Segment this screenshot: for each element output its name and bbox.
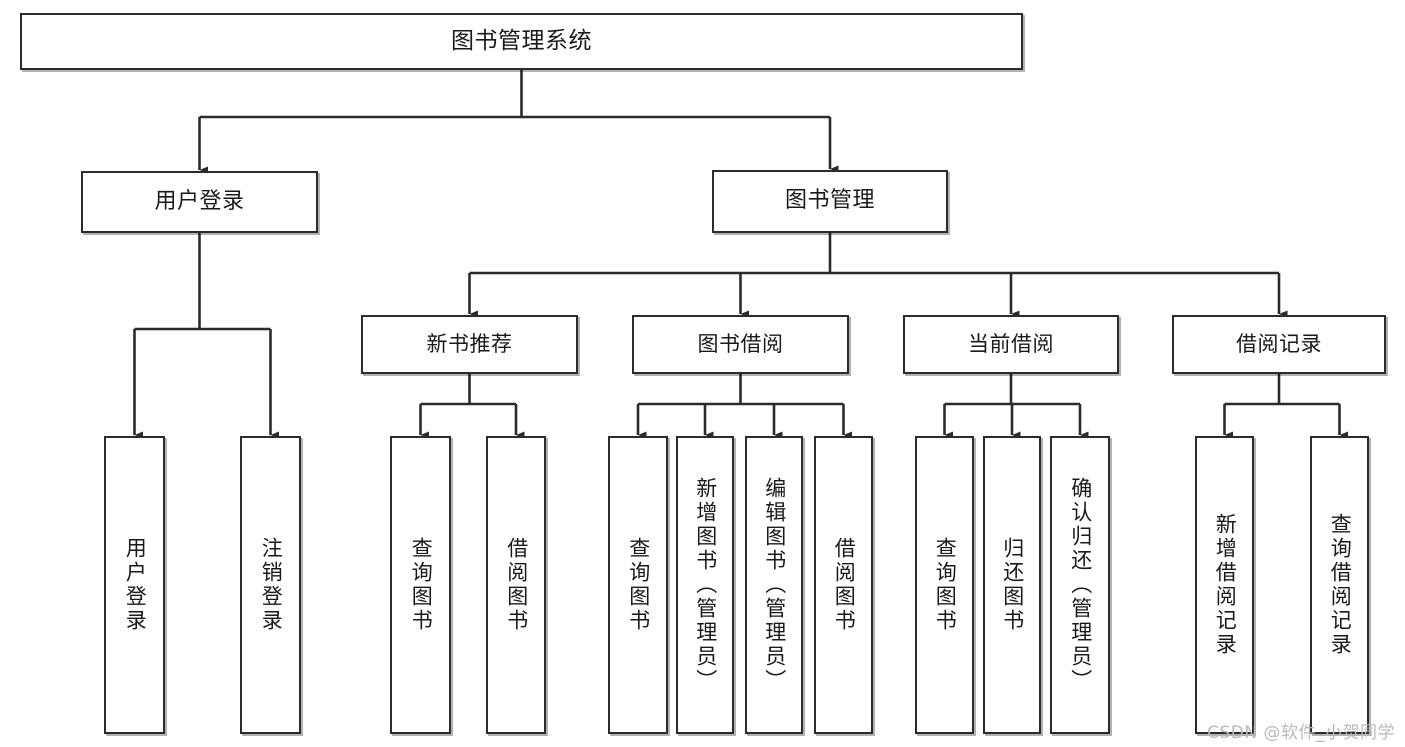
- node-book-manage: 图书管理: [712, 170, 948, 233]
- node-label: 新书推荐: [426, 331, 513, 356]
- node-label: 新增图书（管理员）: [693, 477, 718, 693]
- node-label: 图书借阅: [697, 331, 784, 356]
- node-label: 查询借阅记录: [1328, 513, 1353, 657]
- node-leaf-query-book-1: 查询图书: [390, 436, 451, 734]
- node-leaf-confirm-return: 确认归还（管理员）: [1050, 436, 1110, 734]
- node-leaf-edit-book: 编辑图书（管理员）: [745, 436, 803, 734]
- node-leaf-query-record: 查询借阅记录: [1310, 436, 1369, 734]
- node-label: 编辑图书（管理员）: [762, 477, 787, 693]
- node-leaf-borrow-book-2: 借阅图书: [814, 436, 873, 734]
- node-book-borrow: 图书借阅: [632, 315, 849, 374]
- node-root: 图书管理系统: [20, 13, 1023, 70]
- node-leaf-add-record: 新增借阅记录: [1195, 436, 1254, 734]
- node-label: 图书管理: [784, 188, 875, 214]
- node-leaf-return-book: 归还图书: [983, 436, 1041, 734]
- node-new-book-recommend: 新书推荐: [361, 315, 578, 374]
- node-leaf-borrow-book-1: 借阅图书: [486, 436, 546, 734]
- node-label: 借阅记录: [1236, 331, 1322, 356]
- node-label: 借阅图书: [504, 537, 529, 633]
- node-label: 用户登录: [154, 188, 245, 214]
- node-label: 确认归还（管理员）: [1068, 477, 1093, 693]
- node-label: 查询图书: [933, 537, 958, 633]
- node-leaf-query-book-3: 查询图书: [915, 436, 974, 734]
- node-leaf-query-book-2: 查询图书: [608, 436, 668, 734]
- node-user-login: 用户登录: [81, 171, 318, 233]
- node-label: 归还图书: [1000, 537, 1025, 633]
- node-leaf-add-book: 新增图书（管理员）: [676, 436, 734, 734]
- node-label: 当前借阅: [968, 331, 1054, 356]
- node-label: 图书管理系统: [451, 27, 592, 54]
- node-current-borrow: 当前借阅: [903, 315, 1119, 374]
- node-label: 查询图书: [409, 537, 434, 633]
- node-leaf-logout-login: 注销登录: [240, 436, 301, 734]
- node-leaf-user-login: 用户登录: [104, 436, 165, 734]
- watermark-label: CSDN @软件_小贺同学: [1207, 723, 1395, 743]
- node-label: 注销登录: [259, 537, 284, 633]
- node-label: 新增借阅记录: [1213, 513, 1238, 657]
- node-label: 查询图书: [626, 537, 651, 633]
- node-label: 借阅图书: [832, 537, 857, 633]
- node-label: 用户登录: [123, 537, 148, 633]
- node-borrow-record: 借阅记录: [1172, 315, 1386, 374]
